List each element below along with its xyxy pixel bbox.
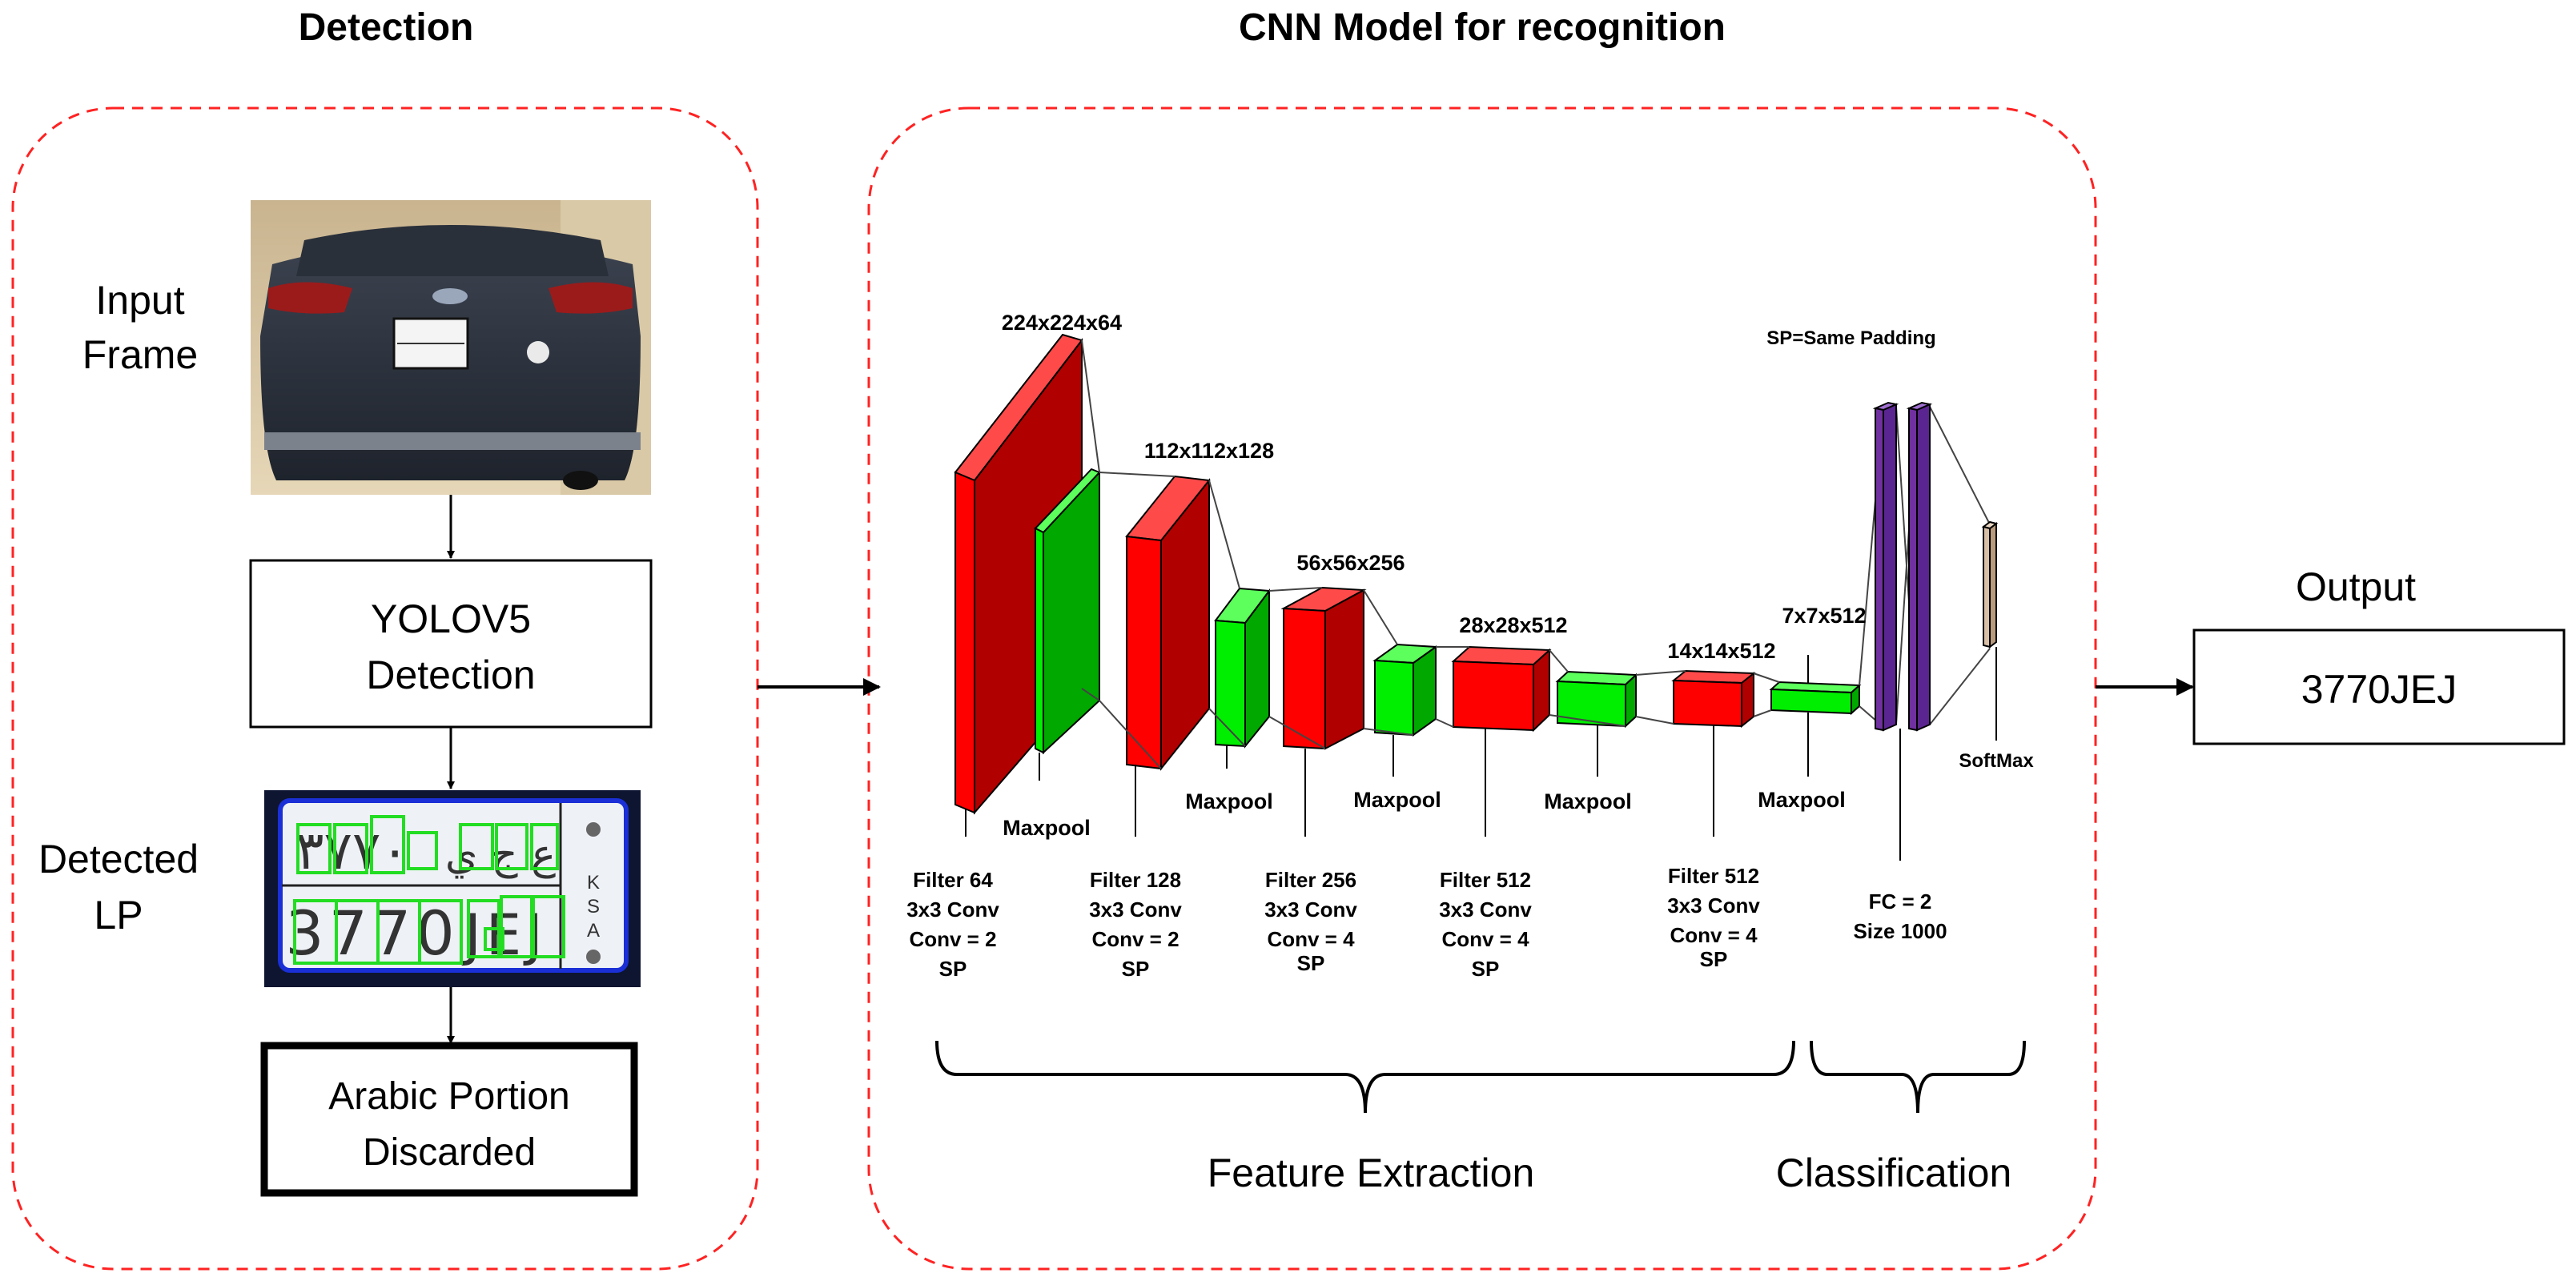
conv-layer-2 (1125, 475, 1211, 771)
arabic-discarded-box (260, 1042, 638, 1197)
conv3-kernel: 3x3 Conv (1264, 897, 1357, 922)
conv2-kernel: 3x3 Conv (1089, 897, 1182, 922)
conv5-padding: SP (1700, 947, 1728, 971)
yolo-box-line1: YOLOV5 (371, 596, 531, 641)
fc-count: FC = 2 (1869, 889, 1932, 914)
same-padding-note: SP=Same Padding (1766, 327, 1935, 349)
conv1-padding: SP (939, 957, 967, 981)
conv2-filter: Filter 128 (1090, 868, 1181, 892)
dim-label-4: 28x28x512 (1459, 613, 1567, 637)
layer-connections (1081, 339, 1991, 769)
fc-size: Size 1000 (1853, 919, 1947, 943)
maxpool-label-3: Maxpool (1353, 788, 1441, 812)
feature-extraction-label: Feature Extraction (1208, 1150, 1535, 1195)
dim-label-2: 112x112x128 (1144, 439, 1274, 463)
input-frame-image (251, 200, 651, 495)
conv4-kernel: 3x3 Conv (1439, 897, 1532, 922)
conv1-filter: Filter 64 (913, 868, 993, 892)
feature-extraction-brace (935, 1040, 1795, 1114)
pool-layer-5 (1769, 681, 1862, 716)
dim-label-3: 56x56x256 (1296, 551, 1405, 575)
output-value: 3770JEJ (2301, 667, 2457, 712)
conv-layer-5 (1671, 669, 1756, 729)
conv4-padding: SP (1472, 957, 1500, 981)
softmax-layer (1981, 520, 1999, 649)
conv5-filter: Filter 512 (1668, 864, 1759, 888)
pool-layer-1 (1034, 468, 1101, 755)
conv4-filter: Filter 512 (1440, 868, 1531, 892)
plate-side-k: K (587, 872, 600, 893)
dim-label-1: 224x224x64 (1002, 311, 1122, 335)
classification-label: Classification (1776, 1150, 2012, 1195)
maxpool-label-2: Maxpool (1185, 789, 1273, 813)
yolo-detection-box (249, 559, 653, 729)
plate-arabic-letters: ع ج ي (445, 831, 556, 879)
fc-block-desc: FC = 2 Size 1000 (1853, 889, 1947, 943)
input-frame-label-line2: Frame (82, 332, 198, 377)
conv2-count: Conv = 2 (1091, 927, 1179, 951)
maxpool-label-5: Maxpool (1758, 788, 1846, 812)
detected-plate-image: ٣٧٧٠ ع ج ي 3770 JEJ K S A (264, 790, 641, 987)
conv2-padding: SP (1122, 957, 1150, 981)
conv-block-desc-3: Filter 256 3x3 Conv Conv = 4 SP (1264, 868, 1357, 975)
plate-side-a: A (587, 920, 600, 942)
classification-brace (1810, 1040, 2026, 1114)
conv3-count: Conv = 4 (1267, 927, 1355, 951)
output-box (2192, 628, 2566, 745)
conv4-count: Conv = 4 (1441, 927, 1529, 951)
yolo-box-line2: Detection (366, 653, 535, 697)
cnn-title: CNN Model for recognition (1239, 6, 1726, 49)
conv-layer-4 (1451, 645, 1552, 733)
conv3-filter: Filter 256 (1265, 868, 1356, 892)
fc-layer-2 (1906, 401, 1933, 732)
cnn-architecture: 224x224x64 112x112x128 56x56x256 28x28x5… (906, 311, 2034, 1195)
dim-label-5: 14x14x512 (1667, 639, 1775, 663)
dim-label-6: 7x7x512 (1782, 604, 1866, 628)
conv3-padding: SP (1297, 951, 1325, 975)
conv-block-desc-1: Filter 64 3x3 Conv Conv = 2 SP (906, 868, 999, 981)
softmax-label: SoftMax (1959, 750, 2034, 772)
discard-box-line2: Discarded (363, 1131, 536, 1174)
maxpool-label-4: Maxpool (1544, 789, 1632, 813)
input-frame-label-line1: Input (95, 278, 184, 323)
conv1-count: Conv = 2 (909, 927, 996, 951)
detected-lp-label-line1: Detected (38, 837, 199, 881)
maxpool-label-1: Maxpool (1003, 816, 1091, 840)
pool-layer-2 (1214, 587, 1271, 749)
conv-block-desc-5: Filter 512 3x3 Conv Conv = 4 SP (1667, 864, 1760, 971)
conv-layer-3 (1280, 586, 1367, 750)
discard-box-line1: Arabic Portion (328, 1075, 569, 1118)
output-title: Output (2296, 564, 2416, 609)
pool-layer-3 (1372, 643, 1438, 737)
fc-layer-1 (1872, 401, 1899, 732)
conv5-count: Conv = 4 (1670, 923, 1758, 947)
plate-side-s: S (587, 896, 600, 918)
detected-lp-label-line2: LP (94, 893, 143, 938)
conv1-kernel: 3x3 Conv (906, 897, 999, 922)
detection-title: Detection (299, 6, 474, 49)
conv-block-desc-4: Filter 512 3x3 Conv Conv = 4 SP (1439, 868, 1532, 981)
plate-latin-digits: 3770 (285, 897, 459, 969)
conv-block-desc-2: Filter 128 3x3 Conv Conv = 2 SP (1089, 868, 1182, 981)
conv5-kernel: 3x3 Conv (1667, 893, 1760, 918)
